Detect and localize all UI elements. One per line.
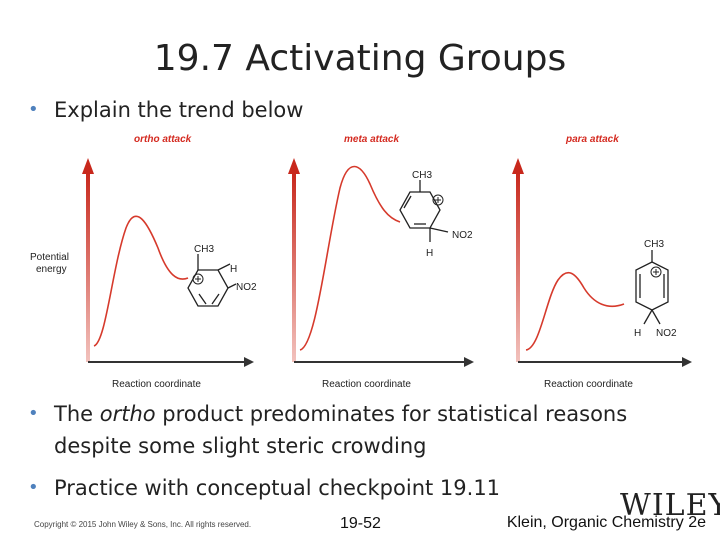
slide-title: 19.7 Activating Groups xyxy=(153,38,567,79)
para-ch3: CH3 xyxy=(644,239,664,250)
sigma-complex-ortho xyxy=(187,254,237,307)
x-axis-arrowhead-icon xyxy=(682,357,692,367)
bullet-text: Practice with conceptual checkpoint 19.1… xyxy=(54,476,501,500)
axis-arrowhead-icon xyxy=(512,158,524,174)
bullet-dot-icon: • xyxy=(28,99,39,120)
panel-ortho: ortho attack Potential energy Reaction c… xyxy=(30,134,257,390)
xlabel-para: Reaction coordinate xyxy=(544,379,633,390)
sigma-complex-meta xyxy=(399,180,449,242)
bullet-text-suffix: product predominates for statistical rea… xyxy=(54,402,628,458)
meta-ch3: CH3 xyxy=(412,170,432,181)
bullet-dot-icon: • xyxy=(28,477,39,498)
para-no2: NO2 xyxy=(656,328,677,339)
sigma-complex-para xyxy=(635,250,669,325)
energy-curve-meta xyxy=(299,165,401,351)
bullet-ortho-statement: • The ortho product predominates for sta… xyxy=(28,398,708,462)
x-axis-arrowhead-icon xyxy=(244,357,254,367)
ortho-h: H xyxy=(230,264,237,275)
bullet-text: The ortho product predominates for stati… xyxy=(28,398,708,462)
copyright-notice: Copyright © 2015 John Wiley & Sons, Inc.… xyxy=(34,520,252,529)
axis-arrowhead-icon xyxy=(82,158,94,174)
energy-curve-para xyxy=(525,271,625,351)
bullet-text-prefix: The xyxy=(54,402,100,426)
ylabel-line2: energy xyxy=(36,264,67,275)
xlabel-ortho: Reaction coordinate xyxy=(112,379,201,390)
panel-label-ortho: ortho attack xyxy=(134,134,192,145)
bullet-text-italic: ortho xyxy=(99,402,156,426)
bullet-explain: • Explain the trend below xyxy=(28,94,428,126)
page-number: 19-52 xyxy=(340,515,381,532)
bullet-dot-icon: • xyxy=(28,403,39,424)
meta-h: H xyxy=(426,248,433,259)
energy-diagram: ortho attack Potential energy Reaction c… xyxy=(30,134,692,390)
energy-curve-ortho xyxy=(93,215,189,347)
x-axis-arrowhead-icon xyxy=(464,357,474,367)
energy-axis-arrow xyxy=(86,172,90,362)
meta-no2: NO2 xyxy=(452,230,473,241)
bullet-text: Explain the trend below xyxy=(54,98,304,122)
ortho-ch3: CH3 xyxy=(194,244,214,255)
axis-arrowhead-icon xyxy=(288,158,300,174)
bullet-practice: • Practice with conceptual checkpoint 19… xyxy=(28,472,628,504)
para-h: H xyxy=(634,328,641,339)
book-credit: Klein, Organic Chemistry 2e xyxy=(506,514,706,531)
panel-para: para attack Reaction coordinate CH3 H NO… xyxy=(512,134,692,390)
xlabel-meta: Reaction coordinate xyxy=(322,379,411,390)
energy-axis-arrow xyxy=(292,172,296,362)
panel-label-para: para attack xyxy=(565,134,619,145)
ylabel-line1: Potential xyxy=(30,252,69,263)
energy-axis-arrow xyxy=(516,172,520,362)
panel-meta: meta attack Reaction coordinate CH3 NO2 … xyxy=(288,134,474,390)
wiley-logo: WILEY xyxy=(620,488,720,523)
panel-label-meta: meta attack xyxy=(344,134,399,145)
ortho-no2: NO2 xyxy=(236,282,257,293)
